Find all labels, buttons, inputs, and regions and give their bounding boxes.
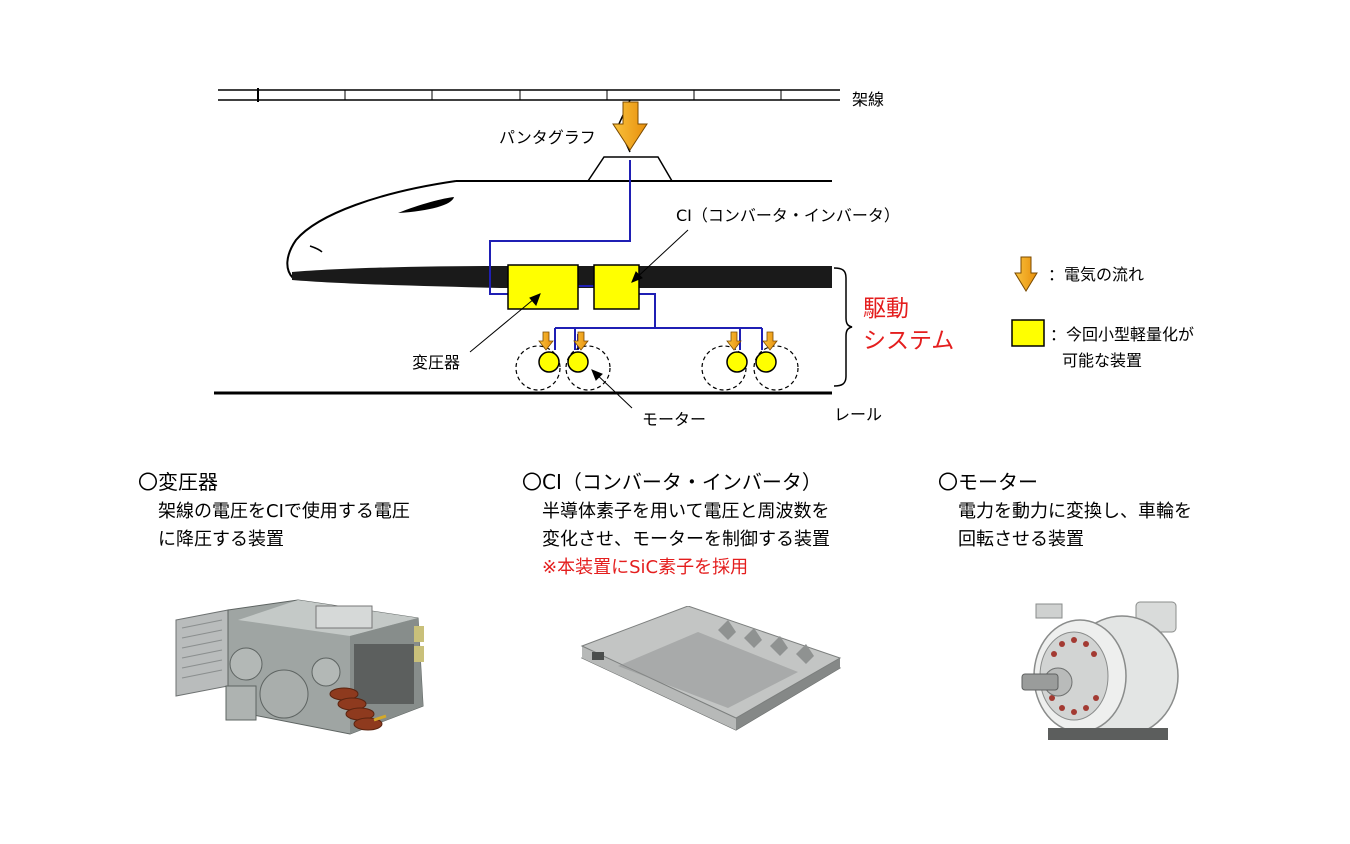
drive-system-label-2: システム (863, 328, 954, 354)
motors (538, 351, 777, 373)
transformer-section: 〇変圧器 架線の電圧をCIで使用する電圧 に降圧する装置 (138, 466, 410, 554)
rail-label: レール (834, 405, 882, 424)
pantograph-label: パンタグラフ (499, 128, 596, 147)
label-pointers (469, 229, 689, 409)
ci-sic-note: ※本装置にSiC素子を採用 (542, 557, 749, 578)
ci-section: 〇CI（コンバータ・インバータ） 半導体素子を用いて電圧と周波数を 変化させ、モ… (522, 466, 830, 582)
wheels (515, 345, 799, 391)
motor-desc-line-2: 回転させる装置 (958, 529, 1084, 550)
motor-flow-arrows (538, 331, 778, 351)
legend-device-label-2: 可能な装置 (1062, 351, 1142, 370)
motor-section-title: 〇モーター (938, 470, 1038, 494)
transformer-photo (175, 599, 424, 735)
transformer-box (507, 264, 579, 310)
transformer-label: 変圧器 (412, 353, 460, 372)
train-body (286, 180, 832, 288)
drive-system-diagram: 架線 パンタグラフ CI（コンバータ・インバータ） 変 (214, 88, 1194, 429)
motor-label: モーター (642, 410, 706, 429)
drive-system-label-1: 駆動 (863, 296, 909, 322)
legend: ：電気の流れ ：今回小型軽量化が 可能な装置 (1011, 256, 1194, 370)
motor-desc-line-1: 電力を動力に変換し、車輪を (958, 501, 1192, 522)
drive-system-brace (833, 267, 853, 387)
overhead-line (218, 88, 840, 102)
legend-flow-label: ：電気の流れ (1048, 265, 1144, 284)
transformer-desc-line-2: に降圧する装置 (158, 529, 284, 550)
legend-device-label-1: ：今回小型軽量化が (1050, 325, 1194, 344)
ci-desc-line-2: 変化させ、モーターを制御する装置 (542, 529, 830, 550)
legend-device-swatch (1011, 319, 1045, 347)
overhead-line-label: 架線 (852, 90, 884, 109)
ci-box (593, 264, 640, 310)
ci-photo (580, 606, 842, 731)
legend-flow-arrow (1014, 256, 1038, 292)
transformer-section-title: 〇変圧器 (138, 470, 218, 494)
ci-desc-line-1: 半導体素子を用いて電圧と周波数を (542, 501, 830, 522)
power-wiring (489, 160, 763, 350)
motor-photo (1021, 601, 1179, 740)
ci-label: CI（コンバータ・インバータ） (676, 206, 900, 225)
ci-section-title: 〇CI（コンバータ・インバータ） (522, 470, 822, 494)
transformer-desc-line-1: 架線の電圧をCIで使用する電圧 (158, 501, 410, 522)
electric-flow-arrow (612, 101, 648, 151)
motor-section: 〇モーター 電力を動力に変換し、車輪を 回転させる装置 (938, 466, 1192, 554)
